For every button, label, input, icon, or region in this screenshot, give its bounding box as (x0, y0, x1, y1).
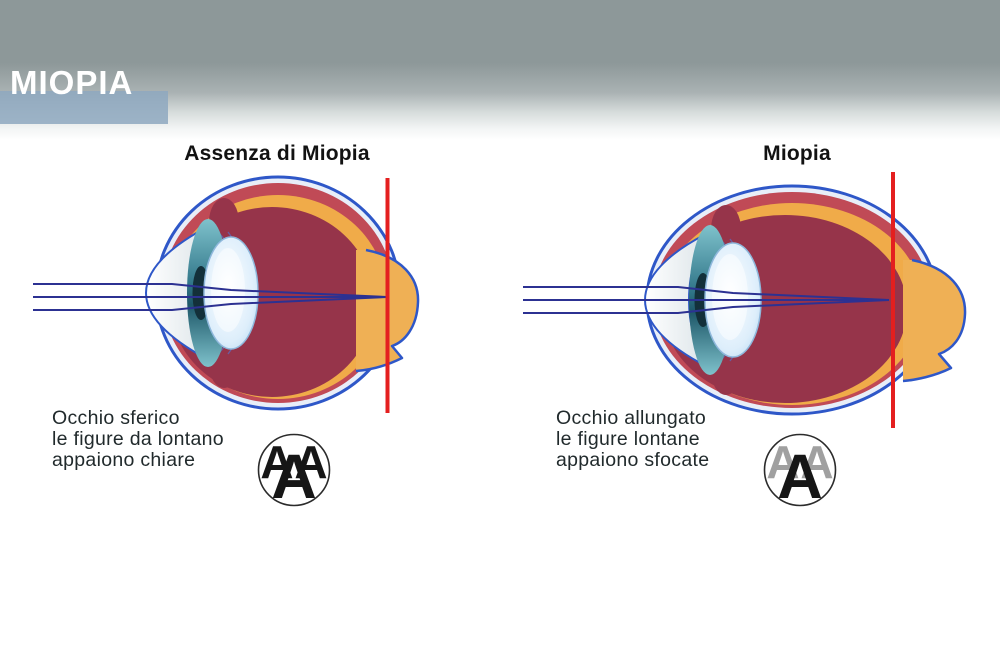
light-rays (523, 286, 890, 314)
caption-line: appaiono chiare (52, 449, 196, 471)
ray-bottom (523, 299, 890, 314)
eye-diagram-myopic (523, 172, 967, 428)
ray-top (33, 283, 388, 298)
acuity-circle (257, 433, 331, 507)
header-title-band (0, 91, 168, 124)
lens-highlight (712, 254, 748, 340)
acuity-letter: A (260, 436, 293, 488)
panel-title-myopia: Miopia (763, 142, 831, 165)
caption-line: le figure da lontano (52, 428, 224, 450)
caption-line: le figure lontane (556, 428, 700, 450)
eye-diagram-normal (33, 175, 420, 413)
page-title: MIOPIA (10, 64, 134, 101)
caption-line: Occhio allungato (556, 407, 707, 429)
acuity-letter: A (766, 436, 799, 488)
caption-line: Occhio sferico (52, 407, 180, 429)
caption-myopia: Occhio allungato le figure lontane appai… (556, 408, 709, 471)
ray-bottom (33, 296, 388, 311)
optic-nerve (902, 258, 967, 383)
ray-top (523, 286, 890, 301)
acuity-circle (763, 433, 837, 507)
caption-line: appaiono sfocate (556, 449, 710, 471)
light-rays (33, 283, 388, 311)
acuity-chart-clear: A A A (257, 433, 331, 508)
acuity-chart-blurred: A A A (763, 433, 837, 508)
panel-title-normal: Assenza di Miopia (184, 142, 370, 165)
acuity-letter: A (294, 436, 327, 488)
acuity-letter: A (800, 436, 833, 488)
caption-normal: Occhio sferico le figure da lontano appa… (52, 408, 224, 471)
header-band: MIOPIA (0, 0, 1000, 140)
acuity-letter: A (271, 442, 317, 508)
acuity-letter: A (777, 442, 823, 508)
